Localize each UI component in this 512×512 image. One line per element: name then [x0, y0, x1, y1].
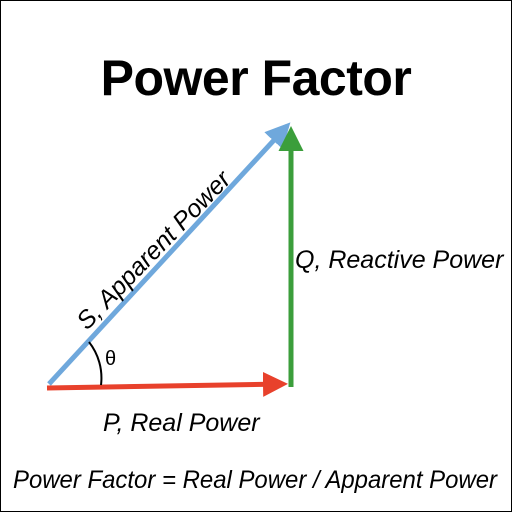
apparent-power-arrow — [47, 122, 291, 386]
real-power-label: P, Real Power — [103, 409, 261, 437]
reactive-power-label: Q, Reactive Power — [295, 246, 505, 274]
diagram-title: Power Factor — [100, 50, 412, 106]
angle-label: θ — [105, 348, 116, 370]
apparent-power-label: S, Apparent Power — [71, 164, 237, 335]
angle-arc — [88, 341, 103, 386]
real-power-arrow — [46, 371, 288, 397]
formula-text: Power Factor = Real Power / Apparent Pow… — [13, 466, 499, 494]
